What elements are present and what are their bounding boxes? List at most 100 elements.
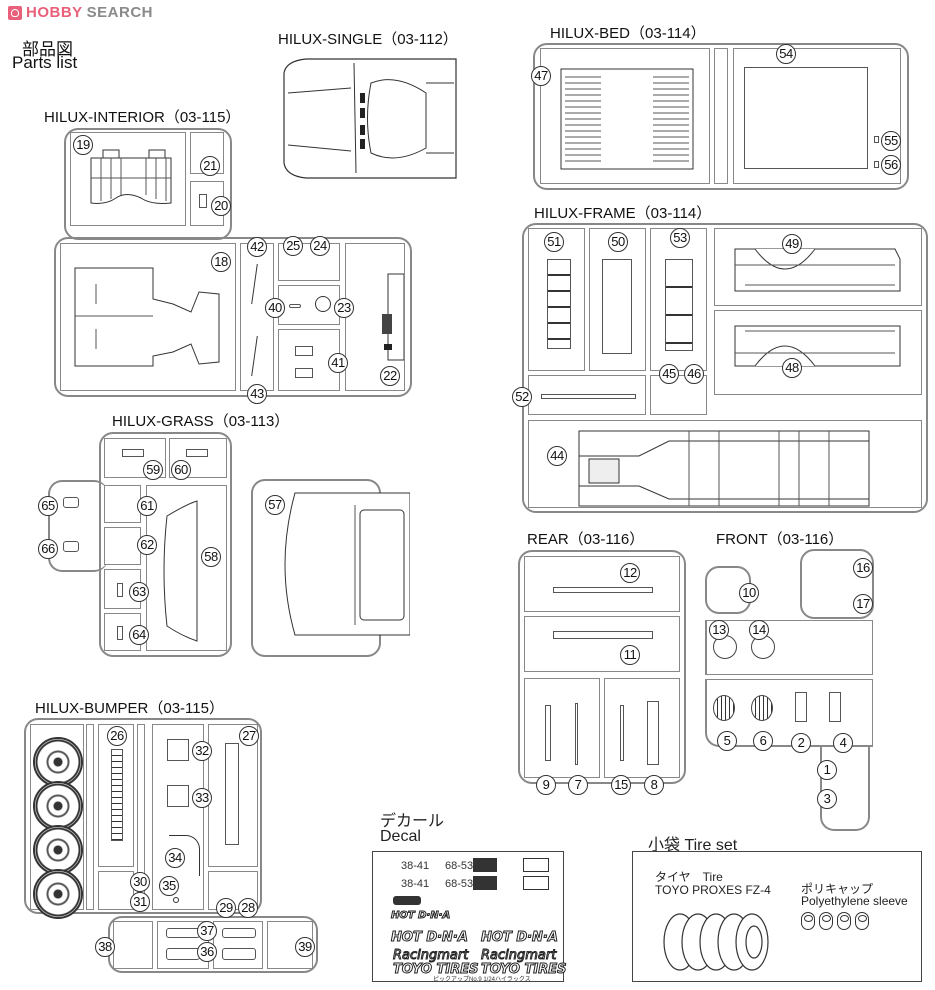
decal-brand: HOT D·N·A <box>481 930 559 946</box>
part-number: 50 <box>608 232 628 252</box>
decal-brand: TOYO TIRES <box>480 962 567 978</box>
decal-title-japanese: デカール <box>380 813 445 830</box>
hub-part <box>751 695 773 721</box>
part-cell <box>104 485 141 523</box>
part-number: 39 <box>295 937 315 957</box>
rear-bumper-part <box>225 743 239 845</box>
runner-interior-top <box>64 128 232 240</box>
wiper-part <box>251 336 262 376</box>
decal-plate: 68-53 <box>445 878 474 890</box>
part-number: 63 <box>129 582 149 602</box>
part-cell <box>714 310 922 395</box>
runner-divider <box>86 724 94 910</box>
light-part <box>122 449 144 457</box>
section-title-single: HILUX-SINGLE（03-112） <box>278 31 458 48</box>
part-number: 42 <box>247 237 267 257</box>
part-number: 6 <box>753 731 773 751</box>
part-number: 9 <box>536 775 556 795</box>
part-number: 2 <box>791 733 811 753</box>
logo-flame-icon <box>8 5 22 20</box>
sleeve-part <box>819 912 833 930</box>
part-number: 58 <box>201 547 221 567</box>
part-number: 36 <box>197 942 217 962</box>
decal-plate-blank <box>523 876 549 890</box>
part-number: 14 <box>749 620 769 640</box>
axle-part <box>553 587 653 593</box>
bar-part <box>169 835 200 876</box>
section-title-front: FRONT（03-116） <box>716 531 844 548</box>
part-cell <box>528 375 646 415</box>
part-cell <box>113 921 153 969</box>
part-number: 47 <box>531 66 551 86</box>
section-title-interior: HILUX-INTERIOR（03-115） <box>44 109 241 126</box>
decal-plate: 68-53 <box>445 860 474 872</box>
part-number: 4 <box>833 733 853 753</box>
decal-title-english: Decal <box>380 828 421 845</box>
front-bumper-part <box>111 749 123 841</box>
tow-hook-part <box>167 739 189 761</box>
part-number: 1 <box>817 760 837 780</box>
decal-brand: TOYO TIRES <box>392 962 479 978</box>
crossbar-part <box>541 394 636 399</box>
part-number: 15 <box>611 775 631 795</box>
mud-flap-part <box>166 948 200 960</box>
bed-panel-cell <box>733 48 901 184</box>
part-number: 25 <box>283 236 303 256</box>
part-number: 12 <box>620 563 640 583</box>
part-cell <box>604 678 680 778</box>
axle-part <box>553 631 653 639</box>
part-number: 64 <box>129 625 149 645</box>
lens-part <box>63 497 79 508</box>
part-number: 62 <box>137 535 157 555</box>
sleeve-group <box>801 912 873 935</box>
dashboard-cell <box>345 243 405 391</box>
bed-floor-cell <box>540 48 710 184</box>
plate-part <box>295 368 313 378</box>
part-number: 57 <box>265 495 285 515</box>
part-number: 46 <box>684 364 704 384</box>
chassis-cell <box>528 420 922 508</box>
decal-plate: 38-41 <box>401 860 430 872</box>
window-part <box>117 626 123 640</box>
section-title-frame: HILUX-FRAME（03-114） <box>534 205 712 222</box>
site-logo: HOBBY SEARCH <box>8 4 153 21</box>
part-cell <box>524 678 600 778</box>
wheel-cell <box>30 724 84 919</box>
mud-flap-part <box>166 928 200 938</box>
part-number: 7 <box>568 775 588 795</box>
steering-wheel-part <box>315 296 331 312</box>
part-number: 49 <box>782 234 802 254</box>
decal-brand: Racingmart <box>392 948 469 964</box>
part-number: 16 <box>853 558 873 578</box>
part-cell <box>650 375 707 415</box>
part-number: 22 <box>380 366 400 386</box>
mud-flap-part <box>222 928 256 938</box>
part-number: 65 <box>38 496 58 516</box>
decal-sheet: 38-41 68-53 38-41 68-53 HOT D·N·A HOT D·… <box>372 851 567 983</box>
runner-interior-bottom <box>54 237 412 397</box>
wiper-part <box>251 264 262 304</box>
decal-plate: 38-41 <box>401 878 430 890</box>
section-title-grass: HILUX-GRASS（03-113） <box>112 413 290 430</box>
sleeve-part <box>801 912 815 930</box>
part-number: 66 <box>38 539 58 559</box>
part-number: 59 <box>143 460 163 480</box>
wheel-part <box>33 869 83 919</box>
decal-footer: ピックアップNo.9 1/24ハイラックス <box>433 977 531 983</box>
part-number: 53 <box>670 228 690 248</box>
mirror-part <box>289 304 301 308</box>
title-japanese: 部品図 <box>22 40 73 59</box>
part-number: 29 <box>216 898 236 918</box>
part-number: 23 <box>334 298 354 318</box>
part-number: 30 <box>130 872 150 892</box>
pin-part <box>173 897 179 903</box>
part-number: 52 <box>512 387 532 407</box>
runner-grass-left <box>99 432 232 657</box>
part-cell <box>240 243 274 391</box>
part-number: 27 <box>239 726 259 746</box>
section-title-rear: REAR（03-116） <box>527 531 645 548</box>
rear-window-cell <box>146 485 227 651</box>
part-cell <box>98 724 134 867</box>
tire-name: TOYO PROXES FZ-4 <box>655 883 771 897</box>
grille-part <box>547 259 571 349</box>
